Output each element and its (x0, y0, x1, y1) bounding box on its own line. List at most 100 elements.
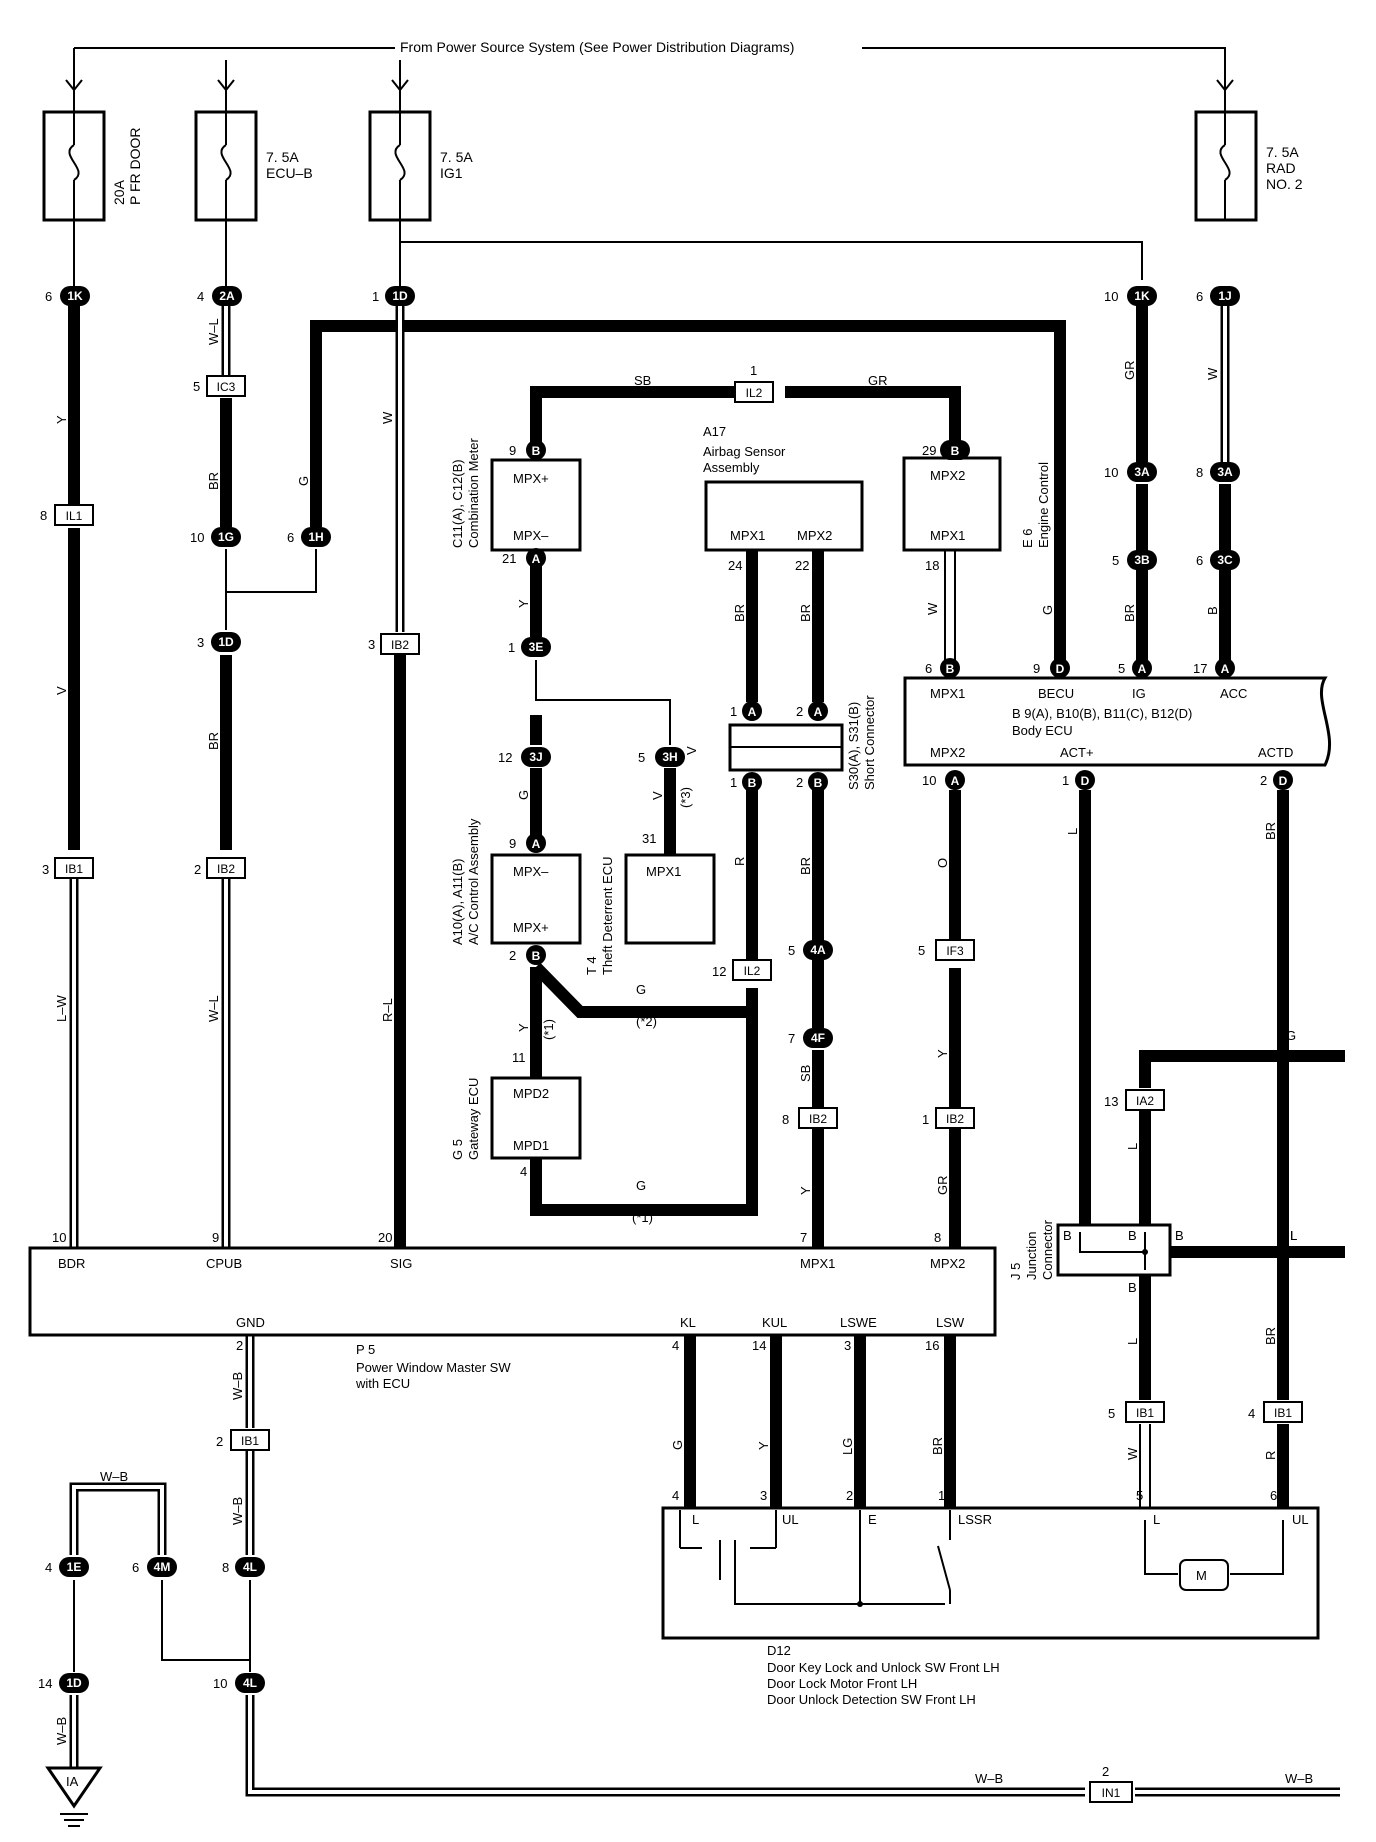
pin-number: 2 (846, 1488, 853, 1503)
wire-label: GR (935, 1176, 950, 1196)
fuse-name: P FR DOOR (127, 127, 143, 205)
component-ref: P 5 (356, 1342, 375, 1357)
connector-label: IF3 (946, 944, 964, 958)
fuse-name: IG1 (440, 165, 463, 181)
fuse-name-2: NO. 2 (1266, 176, 1303, 192)
wire-label: GR (1122, 361, 1137, 381)
pin-number: 10 (190, 530, 204, 545)
pin-number: 8 (782, 1112, 789, 1127)
pin-label: MPX1 (930, 528, 965, 543)
junction-connector: B B B B L J 5 Junction Connector (1008, 1219, 1297, 1295)
pin-number: 4 (672, 1488, 679, 1503)
pin-number: 5 (638, 750, 645, 765)
pin-label: CPUB (206, 1256, 242, 1271)
pin-number: 9 (212, 1230, 219, 1245)
pin-number: 3 (197, 635, 204, 650)
pin-label: ACC (1220, 686, 1247, 701)
wire-label: BR (1263, 822, 1278, 840)
component-name: Short Connector (862, 695, 877, 790)
pin-number: 6 (45, 289, 52, 304)
fuse-rating: 7. 5A (266, 149, 299, 165)
notes: (*1) (*1) (*2) (*3) (541, 787, 693, 1225)
terminal-b: B (1175, 1228, 1184, 1243)
pin-label: MPX– (513, 864, 549, 879)
connector-label: 3C (1217, 553, 1233, 567)
connector-label: 1D (392, 289, 408, 303)
fuse-rating: 20A (111, 179, 127, 205)
connector-label: B (532, 444, 541, 458)
pin-label: MPX– (513, 528, 549, 543)
power-source-label: From Power Source System (See Power Dist… (400, 39, 794, 55)
pin-label: IG (1132, 686, 1146, 701)
pin-number: 4 (45, 1560, 52, 1575)
wire-label: L (1065, 828, 1080, 835)
connector-label: IB1 (241, 1434, 259, 1448)
component-name: Power Window Master SW (356, 1360, 511, 1375)
pin-label: LSW (936, 1315, 965, 1330)
fuse-rating: 7. 5A (1266, 144, 1299, 160)
pin-label: MPX2 (930, 468, 965, 483)
wire-label: Y (516, 1023, 531, 1032)
wire-label: BR (1263, 1327, 1278, 1345)
component-ref: D12 (767, 1643, 791, 1658)
door-lock-assembly: M L UL E LSSR L UL D12 Door Key Lock and… (661, 1506, 1320, 1707)
component-name: Combination Meter (466, 438, 481, 548)
wire-label: BR (930, 1437, 945, 1455)
ac-control-assembly: MPX– MPX+ A10(A), A11(B) A/C Control Ass… (450, 818, 582, 945)
wire-label: W–B (100, 1469, 128, 1484)
wire-label: Y (756, 1441, 771, 1450)
connector-label: 1K (1134, 289, 1150, 303)
pin-number: 2 (796, 775, 803, 790)
pin-number: 2 (1260, 773, 1267, 788)
terminal-b: B (1128, 1280, 1137, 1295)
pin-number: 5 (1112, 553, 1119, 568)
pin-numbers: 6 4 1 10 6 5 1 8 10 6 9 29 10 8 21 24 22… (38, 289, 1277, 1779)
connector-label: 3A (1134, 465, 1150, 479)
wire-labels: Y W–L W GR W BR G SB GR V BR Y BR BR W G… (54, 318, 1313, 1786)
component-name: Door Key Lock and Unlock SW Front LH (767, 1660, 1000, 1675)
body-ecu: MPX1 BECU IG ACC B 9(A), B10(B), B11(C),… (903, 676, 1331, 767)
note-label: (*1) (632, 1210, 653, 1225)
pin-number: 2 (1102, 1764, 1109, 1779)
pin-number: 1 (372, 289, 379, 304)
wire-label: B (1205, 606, 1220, 615)
wire-label: G (516, 790, 531, 800)
pin-label: BDR (58, 1256, 85, 1271)
pin-number: 5 (788, 943, 795, 958)
component-name: A/C Control Assembly (466, 818, 481, 945)
pin-number: 22 (795, 558, 809, 573)
connector-label: 1K (67, 289, 83, 303)
connector-label: 4F (811, 1031, 825, 1045)
pin-number: 1 (730, 704, 737, 719)
wire-label: GR (868, 373, 888, 388)
wire-label: W–B (975, 1771, 1003, 1786)
wire-label: G (670, 1440, 685, 1450)
connector-label: D (1081, 774, 1090, 788)
connector-label: IL1 (66, 509, 83, 523)
fuse-name: ECU–B (266, 165, 313, 181)
component-name: Door Lock Motor Front LH (767, 1676, 917, 1691)
pin-label: MPX1 (800, 1256, 835, 1271)
connector-label: D (1279, 774, 1288, 788)
connector-label: D (1056, 662, 1065, 676)
power-window-master-sw: BDR CPUB SIG MPX1 MPX2 GND KL KUL LSWE L… (28, 1246, 997, 1391)
pin-number: 2 (509, 948, 516, 963)
pin-label: MPD2 (513, 1086, 549, 1101)
connector-label: 4L (243, 1676, 257, 1690)
pin-number: 9 (509, 836, 516, 851)
airbag-sensor-assembly: MPX1 MPX2 A17 Airbag Sensor Assembly (703, 424, 864, 552)
note-label: (*2) (636, 1014, 657, 1029)
connector-label: IL2 (746, 386, 763, 400)
connector-label: B (951, 444, 960, 458)
pin-number: 16 (925, 1338, 939, 1353)
wire-label: V (684, 746, 699, 755)
connector-label: IB2 (946, 1112, 964, 1126)
pin-number: 3 (844, 1338, 851, 1353)
note-label: (*3) (678, 787, 693, 808)
connector-label: 3J (529, 750, 542, 764)
pin-label: UL (782, 1512, 799, 1527)
pin-number: 1 (750, 363, 757, 378)
wire-label: G (296, 476, 311, 486)
wire-label: BR (798, 857, 813, 875)
wire-label: L (1125, 1143, 1140, 1150)
